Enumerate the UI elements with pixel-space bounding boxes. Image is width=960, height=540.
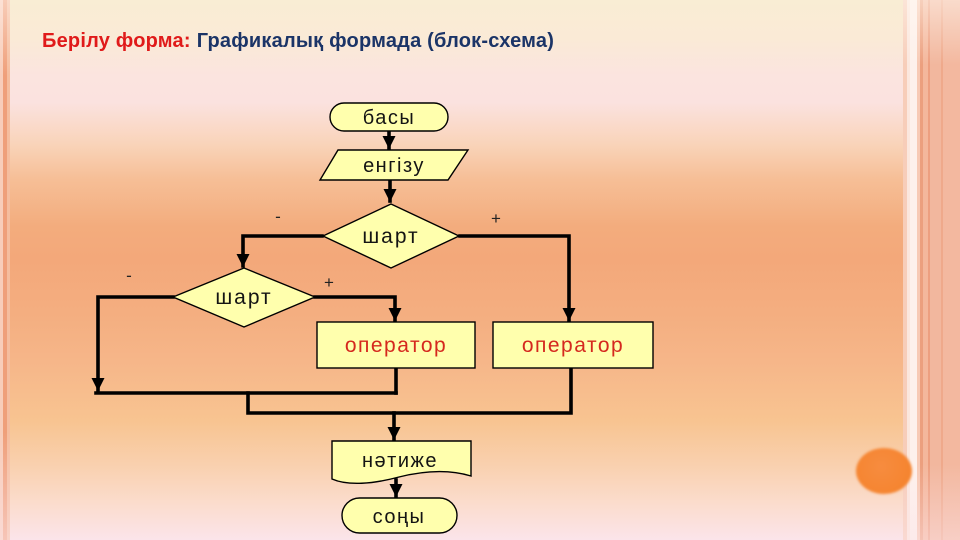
title-main: Графикалық формада (блок-схема) [196, 30, 555, 52]
condition-left-minus-sign: - [126, 266, 132, 285]
left-border-stripe [0, 0, 10, 540]
start-label: басы [363, 107, 416, 129]
orange-ellipse-decoration [856, 448, 912, 494]
operator-right-label: оператор [522, 334, 624, 357]
right-border-stripes [903, 0, 960, 540]
result-label: нәтиже [362, 450, 438, 472]
condition-diamond-top: шарт [321, 203, 461, 269]
connector-condition-top-minus-branch [236, 234, 324, 268]
operator-left-label: оператор [345, 334, 447, 357]
start-shape: басы [329, 102, 449, 132]
condition-top-label: шарт [362, 225, 419, 248]
condition-left-label: шарт [215, 286, 272, 309]
condition-top-minus-sign: - [275, 207, 281, 226]
condition-diamond-left: шарт [171, 267, 317, 328]
connector-condition-top-plus-branch [458, 234, 576, 322]
condition-left-plus-sign: + [324, 273, 334, 292]
connector-merge-lower [246, 364, 573, 415]
result-document-shape: нәтиже [331, 440, 472, 485]
end-shape: соңы [341, 497, 458, 534]
connector-condition-left-plus-branch [313, 295, 402, 322]
end-label: соңы [373, 506, 426, 528]
input-label: енгізу [363, 155, 425, 177]
condition-top-plus-sign: + [491, 209, 501, 228]
connector-condition-left-minus-branch [91, 295, 175, 392]
operator-right-shape: оператор [492, 321, 654, 369]
operator-left-shape: оператор [316, 321, 476, 369]
title-prefix: Берілу форма: [42, 30, 191, 52]
slide-title: Берілу форма:Графикалық формада (блок-сх… [42, 30, 554, 53]
input-shape: енгізу [318, 149, 470, 181]
